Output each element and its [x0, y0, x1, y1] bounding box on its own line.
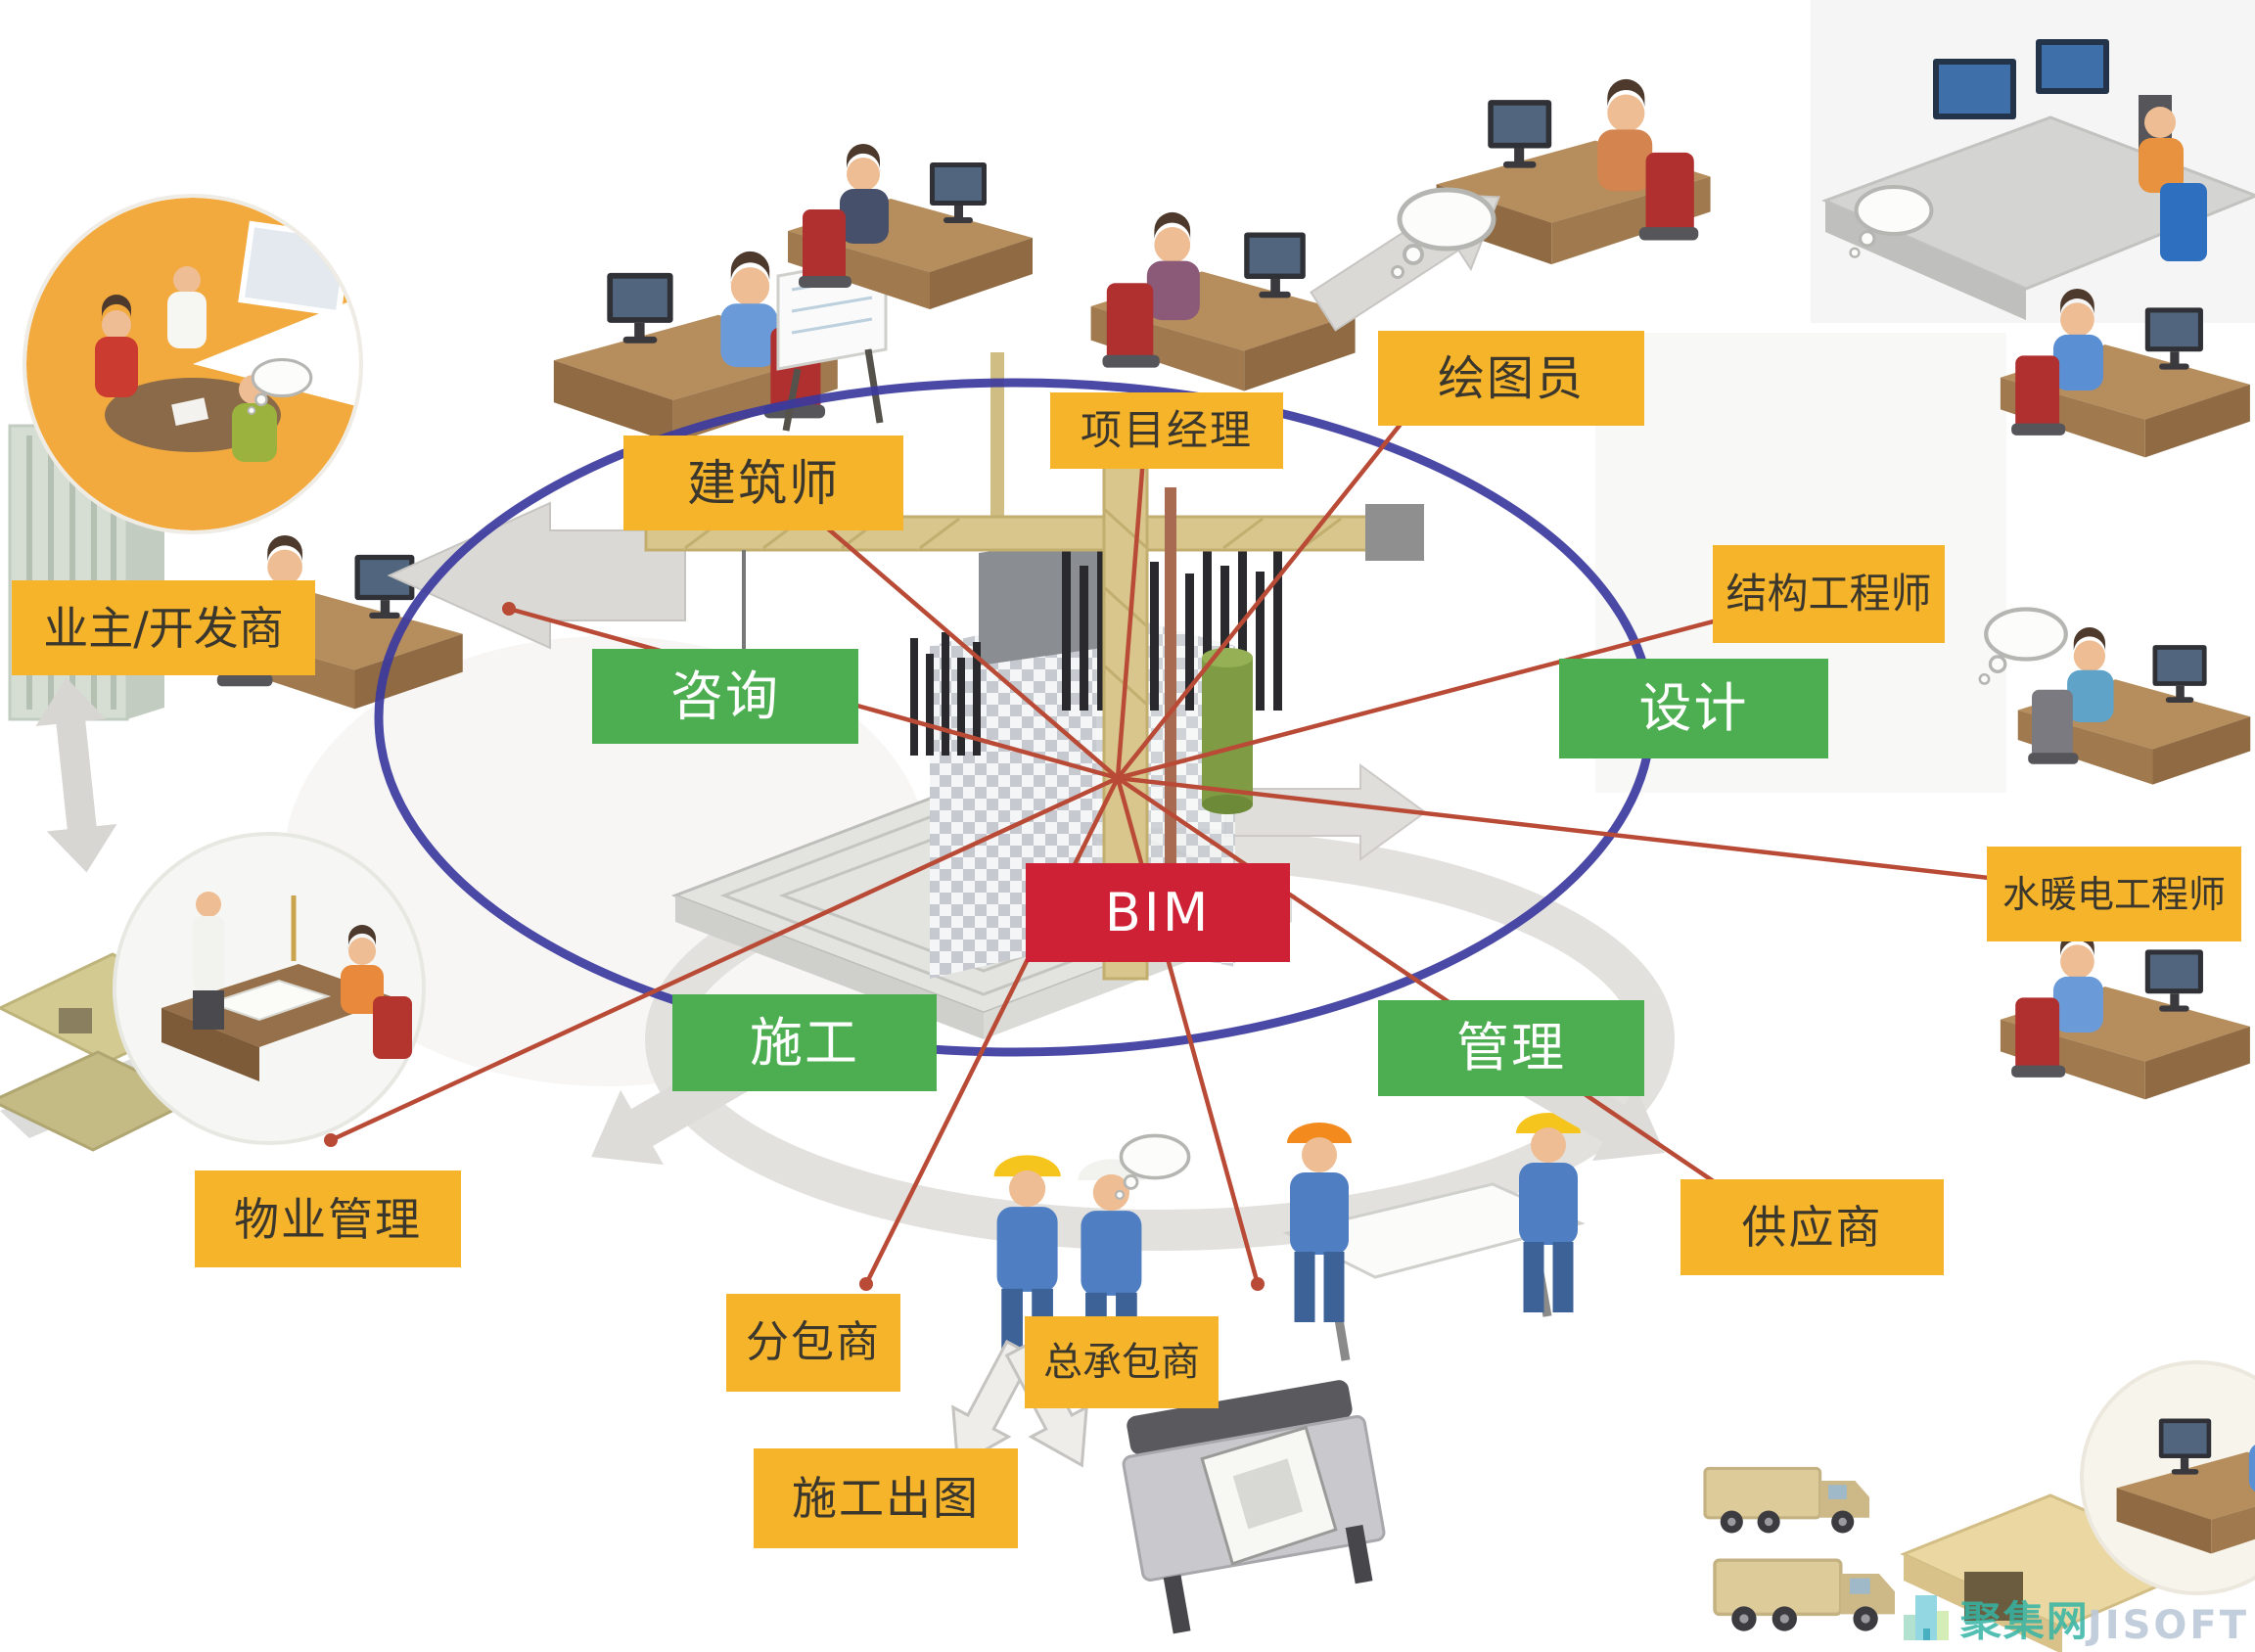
label-structural-engineer: 结构工程师: [1713, 545, 1945, 643]
label-bim-center: BIM: [1026, 863, 1290, 962]
watermark-site-name: 聚集网: [1959, 1597, 2090, 1645]
label-mep-engineer: 水暖电工程师: [1987, 847, 2241, 941]
jisoft-logo-icon: [1903, 1595, 1949, 1640]
label-general-contractor: 总承包商: [1025, 1316, 1219, 1408]
label-phase-consulting: 咨询: [592, 649, 858, 744]
arrow-left: [387, 501, 686, 650]
label-construction-drawings: 施工出图: [754, 1448, 1018, 1548]
updown-arrow: [35, 677, 117, 873]
project-manager-workstation: [1090, 211, 1356, 391]
label-supplier: 供应商: [1680, 1179, 1944, 1275]
warehouse-right-illustration: [1900, 1493, 2213, 1652]
background-patch: [284, 636, 930, 1086]
green-tank: [1202, 658, 1253, 804]
plotter-printer: [1122, 1380, 1386, 1634]
watermark: 聚集网 JISOFT: [1896, 1587, 2249, 1648]
delivery-trucks: [1703, 1466, 1897, 1633]
label-property-management: 物业管理: [195, 1170, 461, 1267]
supplier-office-inset: [2080, 1360, 2255, 1595]
arrow-right: [1224, 763, 1427, 861]
label-architect: 建筑师: [623, 436, 903, 530]
mep-engineer-workstation: [2000, 930, 2250, 1100]
label-phase-construction: 施工: [672, 994, 937, 1091]
label-owner-developer: 业主/开发商: [12, 580, 315, 675]
office-workstation: [788, 144, 1033, 309]
label-draftsman: 绘图员: [1378, 331, 1644, 426]
watermark-brand: JISOFT: [2087, 1603, 2249, 1648]
site-survey-table: [1282, 1113, 1586, 1361]
label-project-manager: 项目经理: [1050, 392, 1283, 469]
owner-meeting-inset: [23, 194, 363, 534]
property-drafting-inset: [113, 832, 426, 1145]
label-subcontractor: 分包商: [726, 1294, 900, 1392]
label-phase-design: 设计: [1559, 659, 1828, 758]
label-phase-management: 管理: [1378, 1000, 1644, 1096]
